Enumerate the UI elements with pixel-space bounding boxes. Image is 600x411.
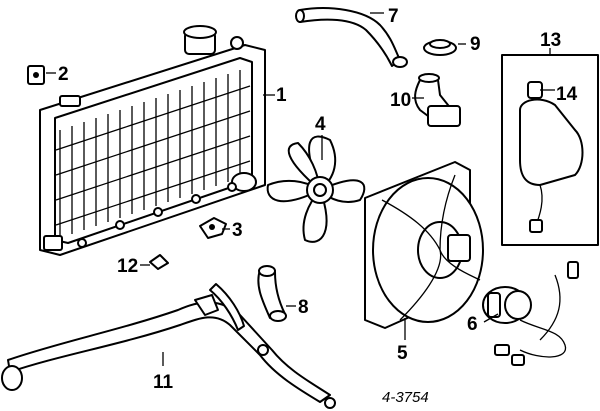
callout-12: 12 — [117, 256, 138, 277]
callout-2: 2 — [58, 64, 69, 85]
bracket-part — [27, 65, 56, 85]
callout-7: 7 — [388, 6, 399, 27]
callout-1: 1 — [276, 85, 287, 106]
fan-motor — [482, 286, 532, 324]
callout-8: 8 — [298, 297, 309, 318]
fan-blade — [266, 135, 366, 243]
fan-shroud — [364, 161, 484, 340]
callout-10: 10 — [390, 90, 411, 111]
callout-3: 3 — [232, 220, 243, 241]
callout-11: 11 — [153, 372, 174, 393]
diagram-reference-number: 4-3754 — [382, 389, 429, 406]
callout-6: 6 — [467, 314, 478, 335]
wiring-harness — [494, 261, 579, 366]
callout-13: 13 — [540, 30, 561, 51]
callout-5: 5 — [397, 343, 408, 364]
reservoir-group — [501, 48, 599, 246]
callout-14: 14 — [556, 84, 578, 105]
radiator — [39, 25, 266, 256]
callout-9: 9 — [470, 34, 481, 55]
water-pipe — [1, 283, 336, 409]
callout-4: 4 — [315, 114, 326, 135]
upper-hose — [295, 7, 408, 68]
water-outlet — [412, 73, 461, 127]
drain-plug — [140, 254, 169, 270]
radiator-cap — [423, 39, 466, 56]
clip-part — [199, 217, 230, 239]
lower-hose — [257, 265, 296, 322]
